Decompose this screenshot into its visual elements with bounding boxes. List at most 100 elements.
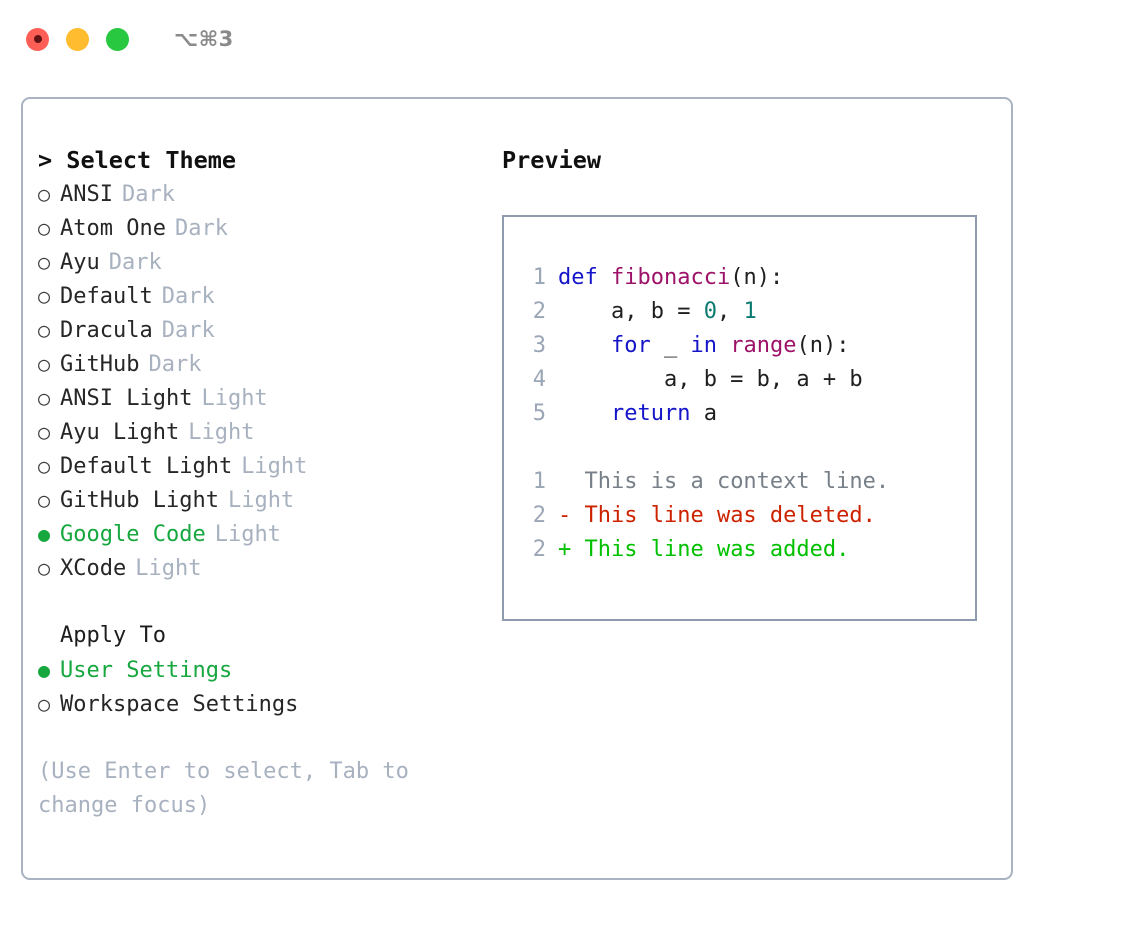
line-number: 2 [532,537,546,562]
theme-option-label: GitHub Light [60,488,219,513]
theme-option-label: Ayu [60,250,100,275]
preview-title: Preview [502,146,602,174]
theme-option-ansi[interactable]: ○ ANSI Dark [38,177,488,211]
code-token-kw: def [558,265,598,290]
theme-option-variant: Light [188,420,255,445]
theme-option-default-light[interactable]: ○ Default Light Light [38,449,488,483]
line-number: 1 [532,469,546,494]
radio-unselected-icon[interactable]: ○ [38,216,51,240]
apply-to-header: Apply To [60,623,166,648]
minimize-window-button[interactable] [66,27,89,51]
theme-option-label: ANSI [60,182,113,207]
code-token-txt: a, b = [558,299,704,324]
code-line: 1 def fibonacci(n): [504,261,975,295]
theme-option-xcode[interactable]: ○ XCode Light [38,551,488,585]
keyboard-shortcut-label: ⌥⌘3 [174,27,234,51]
theme-option-variant: Light [214,522,281,547]
maximize-window-button[interactable] [106,27,129,51]
apply-to-option-label: User Settings [60,658,233,683]
theme-option-variant: Dark [121,182,175,207]
theme-option-variant: Dark [161,318,215,343]
apply-to-option-workspace-settings[interactable]: ○Workspace Settings [38,687,488,721]
theme-option-label: GitHub [60,352,140,377]
theme-option-variant: Light [135,556,202,581]
code-token-kw: for [610,333,651,358]
code-token-fn: range [730,333,797,358]
keyboard-hint-text: (Use Enter to select, Tab to change focu… [38,759,423,818]
radio-unselected-icon[interactable]: ○ [38,420,51,444]
diff-text: This line was added. [571,537,850,562]
radio-unselected-icon[interactable]: ○ [38,250,51,274]
line-number: 3 [532,333,546,358]
theme-option-dracula[interactable]: ○ Dracula Dark [38,313,488,347]
theme-option-variant: Dark [174,216,228,241]
radio-unselected-icon[interactable]: ○ [38,284,51,308]
code-token-txt: (n): [730,265,784,290]
diff-line-del: 2- This line was deleted. [504,499,975,533]
code-token-num: 0 [703,299,717,324]
theme-option-atom-one[interactable]: ○ Atom One Dark [38,211,488,245]
line-number: 4 [532,367,546,392]
theme-option-variant: Dark [148,352,202,377]
apply-to-option-user-settings[interactable]: ● User Settings [38,653,488,687]
radio-unselected-icon[interactable]: ○ [38,556,51,580]
diff-text: This is a context line. [571,469,890,494]
theme-option-github-light[interactable]: ○ GitHub Light Light [38,483,488,517]
preview-box: 1 def fibonacci(n): 2 a, b = 0, 1 3 for _ i… [502,215,977,621]
theme-option-ayu-light[interactable]: ○ Ayu Light Light [38,415,488,449]
line-number: 2 [532,503,546,528]
diff-marker: + [558,537,572,562]
code-line: 4 a, b = b, a + b [504,363,975,397]
code-token-num: 1 [743,299,757,324]
theme-option-variant: Light [241,454,308,479]
radio-unselected-icon[interactable]: ○ [38,488,51,512]
line-number: 5 [532,401,546,426]
code-token-txt [558,329,611,363]
code-token-txt: a [690,401,717,426]
theme-option-label: Dracula [60,318,153,343]
close-window-button[interactable] [26,27,49,51]
radio-unselected-icon[interactable]: ○ [38,692,51,716]
diff-marker: - [558,503,572,528]
code-token-txt [717,329,730,363]
diff-line-add: 2 + This line was added. [504,533,975,567]
code-token-txt: a, b = b, a + b [558,367,863,392]
title-bar: ⌥⌘3 [0,0,1140,78]
theme-option-github[interactable]: ○ GitHub Dark [38,347,488,381]
theme-option-label: XCode [60,556,127,581]
theme-option-label: Default Light [60,454,233,479]
select-theme-header: > Select Theme [38,146,237,174]
code-token-txt [558,397,611,431]
radio-unselected-icon[interactable]: ○ [38,386,51,410]
theme-option-variant: Light [227,488,295,513]
line-number: 1 [532,265,546,290]
theme-option-variant: Light [201,386,268,411]
radio-selected-icon[interactable]: ● [38,522,51,546]
code-token-kw: in [690,333,717,358]
radio-unselected-icon[interactable]: ○ [38,454,51,478]
section-spacer [38,585,488,619]
radio-unselected-icon[interactable]: ○ [38,352,51,376]
code-token-kw: return [610,401,691,426]
theme-option-variant: Dark [161,284,215,309]
code-token-txt: , [716,299,744,324]
radio-unselected-icon[interactable]: ○ [38,318,51,342]
code-line: 3 for _ in range(n): [504,329,975,363]
diff-marker [558,465,571,499]
radio-selected-icon[interactable]: ● [38,658,51,682]
code-token-fn: fibonacci [611,265,731,290]
theme-option-label: Atom One [60,216,166,241]
radio-unselected-icon[interactable]: ○ [38,182,51,206]
theme-option-label: Ayu Light [60,420,180,445]
traffic-light-group [26,27,129,51]
code-token-txt: _ [650,333,691,358]
preview-column: Preview 1 def fibonacci(n): 2 a, b = 0, 1 3… [502,143,992,621]
